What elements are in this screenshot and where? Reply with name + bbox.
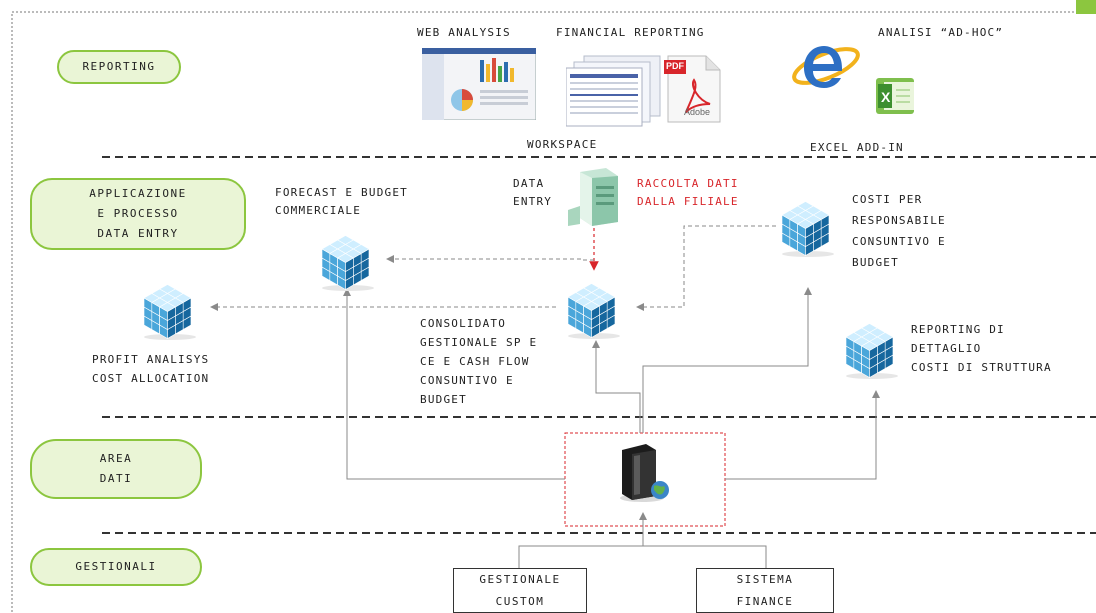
arrow-costi-to-consolidato [636, 225, 776, 311]
row-label-reporting: REPORTING [57, 50, 181, 84]
cube-icon-costi [781, 201, 834, 257]
arrow-server-to-forecast [343, 288, 565, 480]
adobe-label: Adobe [684, 107, 711, 117]
cube-icon-consolidato [567, 283, 620, 339]
browser-e-icon [792, 46, 860, 88]
arrow-server-to-consolidato [592, 340, 641, 433]
cube-icon-forecast [321, 235, 374, 291]
label-forecast: FORECAST E BUDGET COMMERCIALE [275, 186, 408, 217]
sources-bracket [518, 545, 767, 568]
cube-icon-profit [143, 284, 196, 340]
label-raccolta-dati: RACCOLTA DATI DALLA FILIALE [637, 177, 739, 208]
pdf-label: PDF [666, 61, 684, 71]
label-web-analysis: WEB ANALYSIS [417, 26, 511, 39]
web-analysis-screenshot-icon [422, 48, 536, 120]
label-workspace: WORKSPACE [527, 138, 598, 151]
outer-border [11, 11, 1082, 612]
label-data-entry: DATA ENTRY [513, 177, 553, 208]
corner-tab [1076, 0, 1096, 14]
central-server-icon [620, 444, 669, 502]
label-financial-reporting: FINANCIAL REPORTING [556, 26, 705, 39]
label-reporting-dettaglio: REPORTING DI DETTAGLIO COSTI DI STRUTTUR… [911, 323, 1052, 374]
row-label-area-dati: AREA DATI [30, 439, 202, 499]
arrow-server-to-costi [642, 287, 812, 433]
source-sistema-finance: SISTEMA FINANCE [696, 568, 834, 613]
svg-text:X: X [881, 89, 891, 105]
arrow-to-forecast [386, 255, 594, 263]
source-gestionale-custom: GESTIONALE CUSTOM [453, 568, 587, 613]
excel-icon: X [876, 78, 914, 114]
arrow-server-to-reporting-dettaglio [725, 390, 880, 480]
label-costi: COSTI PER RESPONSABILE CONSUNTIVO E BUDG… [852, 193, 946, 269]
label-profit-analysis: PROFIT ANALISYS COST ALLOCATION [92, 353, 210, 385]
row-label-gestionali: GESTIONALI [30, 548, 202, 586]
data-entry-server-icon [568, 168, 618, 226]
financial-reporting-pages-icon [566, 55, 661, 127]
label-excel-addin: EXCEL ADD-IN [810, 141, 904, 154]
pdf-document-icon: PDF Adobe [664, 54, 722, 124]
cube-icon-reporting-dettaglio [845, 323, 898, 379]
label-consolidato: CONSOLIDATO GESTIONALE SP E CE E CASH FL… [420, 317, 538, 406]
label-analisi-adhoc: ANALISI “AD-HOC” [878, 26, 1004, 39]
row-label-applicazione: APPLICAZIONE E PROCESSO DATA ENTRY [30, 178, 246, 250]
